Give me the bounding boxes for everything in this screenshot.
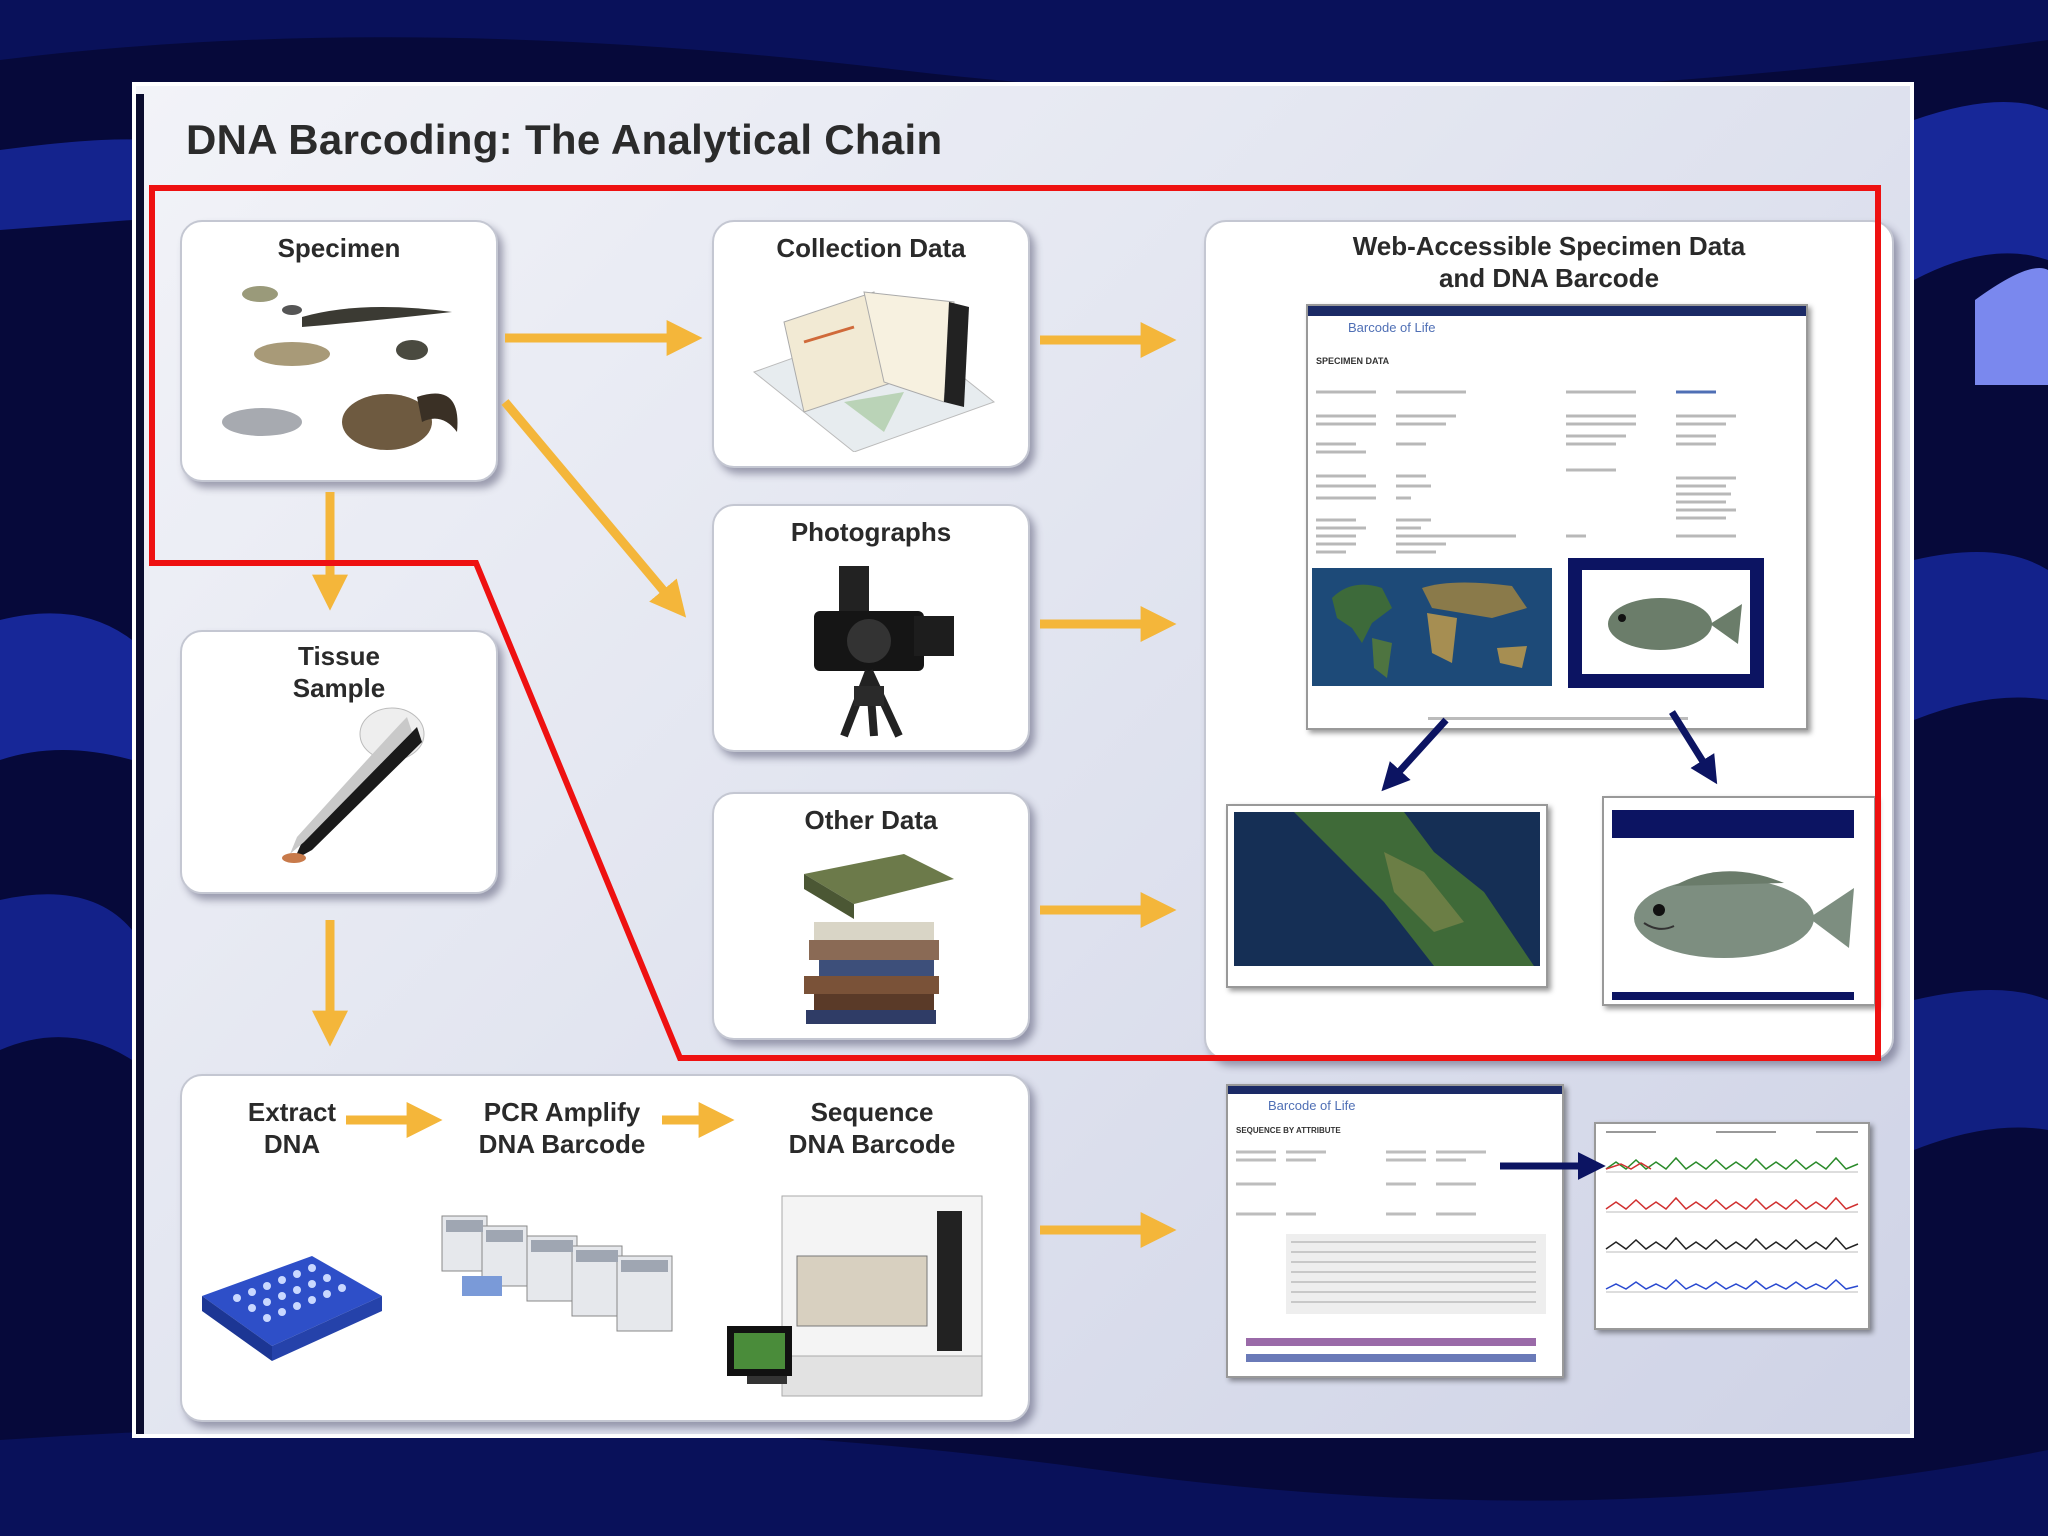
sequence-title-line2: DNA Barcode [788, 1129, 956, 1159]
specimen-title: Specimen [277, 233, 401, 263]
pcr-title-line1: PCR Amplify [483, 1097, 641, 1127]
sequence-web-page: Barcode of Life SEQUENCE BY ATTRIBUTE [1226, 1084, 1564, 1378]
tissue-title-line2: Sample [292, 673, 386, 703]
web-title-line2: and DNA Barcode [1438, 263, 1660, 293]
fish-icon [1608, 598, 1742, 650]
camera-icon [814, 566, 954, 738]
pipeline-box: Extract DNA PCR Amplify DNA Barcode Sequ… [180, 1074, 1030, 1422]
fish-icon [222, 286, 458, 450]
fish-icon [1634, 871, 1854, 958]
enlarged-fish-panel [1602, 796, 1876, 1006]
field-notebook-icon [752, 291, 996, 452]
thermocycler-icon [441, 1215, 673, 1332]
other-data-title: Other Data [804, 805, 938, 835]
book-stack-icon [804, 854, 954, 1024]
world-map-thumb [1312, 568, 1552, 686]
specimen-box: Specimen [180, 220, 498, 482]
page-topbar [1308, 306, 1806, 316]
extract-title-line2: DNA [263, 1129, 321, 1159]
sequence-page-heading: SEQUENCE BY ATTRIBUTE [1236, 1126, 1341, 1135]
bol-logo: Barcode of Life [1348, 320, 1436, 335]
seq-page-topbar [1228, 1086, 1562, 1094]
slide-left-bar [136, 94, 144, 1434]
sequence-text-lines [1236, 1150, 1546, 1362]
fish-panel-bottombar [1612, 992, 1854, 1000]
bol-logo: Barcode of Life [1268, 1098, 1356, 1113]
tissue-title-line1: Tissue [298, 641, 380, 671]
collection-data-title: Collection Data [776, 233, 966, 263]
chromatogram-traces [1605, 1131, 1859, 1293]
microplate-icon [202, 1256, 382, 1361]
fish-panel-topbar [1612, 810, 1854, 838]
photographs-title: Photographs [790, 517, 952, 547]
zoomed-map-panel [1226, 804, 1548, 988]
slide-title: DNA Barcoding: The Analytical Chain [186, 116, 943, 163]
extract-title-line1: Extract [247, 1097, 337, 1127]
collection-data-box: Collection Data [712, 220, 1030, 468]
slide-panel: DNA Barcoding: The Analytical Chain Spec… [132, 82, 1914, 1438]
photographs-box: Photographs [712, 504, 1030, 752]
specimen-web-page: Barcode of Life SPECIMEN DATA [1306, 304, 1808, 730]
sequencer-icon [727, 1195, 983, 1397]
fish-thumb-frame [1568, 558, 1764, 688]
page-footer-line [1428, 717, 1688, 720]
specimen-text-lines [1316, 390, 1736, 554]
forceps-icon [282, 707, 425, 863]
other-data-box: Other Data [712, 792, 1030, 1040]
chromatogram-panel [1594, 1122, 1870, 1330]
web-accessible-box: Web-Accessible Specimen Data and DNA Bar… [1204, 220, 1894, 1060]
sequence-title-line1: Sequence [810, 1097, 934, 1127]
tissue-sample-box: Tissue Sample [180, 630, 498, 894]
regional-map [1234, 812, 1540, 966]
pcr-title-line2: DNA Barcode [478, 1129, 646, 1159]
specimen-page-heading: SPECIMEN DATA [1316, 356, 1390, 366]
web-title-line1: Web-Accessible Specimen Data [1352, 231, 1746, 261]
